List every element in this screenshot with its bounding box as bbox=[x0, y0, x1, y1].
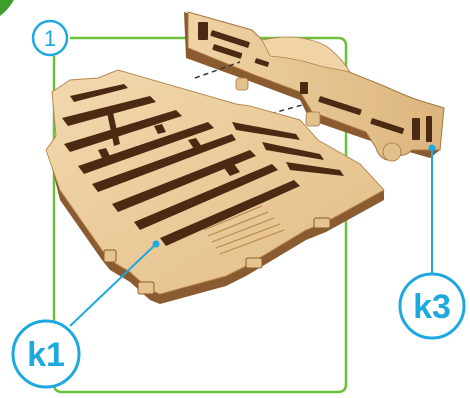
callout-k3: k3 bbox=[400, 145, 464, 339]
callout-k3-label: k3 bbox=[413, 288, 451, 326]
corner-tab bbox=[0, 0, 14, 16]
callout-k1-label: k1 bbox=[27, 336, 65, 374]
callout-k3-dot bbox=[429, 145, 436, 152]
step-number: 1 bbox=[44, 26, 56, 51]
step-badge: 1 bbox=[33, 21, 67, 55]
callout-k1-dot bbox=[153, 241, 160, 248]
callout-k1: k1 bbox=[13, 241, 160, 388]
